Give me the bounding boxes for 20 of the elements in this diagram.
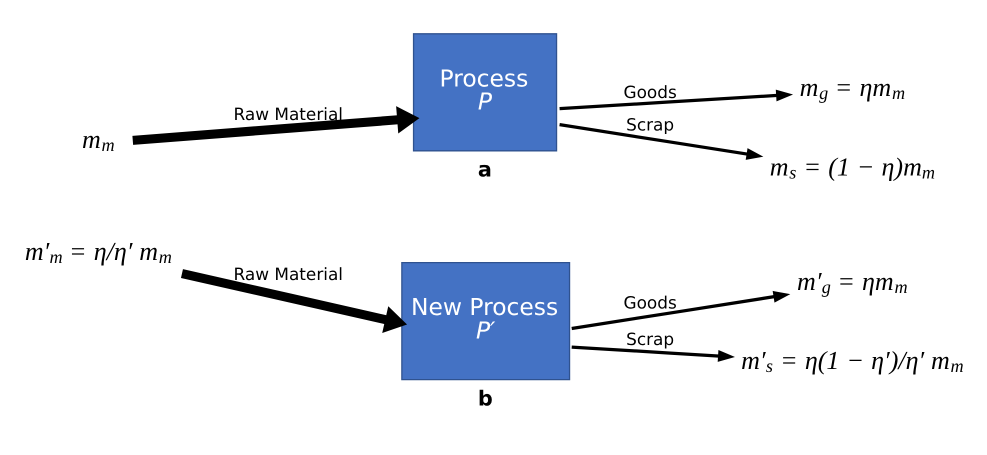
arrow bbox=[132, 106, 420, 145]
node-text: ms = (1 − η)mm bbox=[770, 152, 935, 182]
arrow bbox=[180, 269, 408, 333]
arrow bbox=[559, 90, 794, 110]
arrow bbox=[572, 345, 735, 362]
node-text: mg = ηmm bbox=[800, 73, 906, 104]
node-text: m′m = η/η′ mm bbox=[24, 237, 172, 267]
edge-label: Scrap bbox=[626, 329, 674, 350]
node-text: m′g = ηmm bbox=[797, 266, 908, 297]
edge-label: Raw Material bbox=[234, 264, 344, 284]
edge-label: Scrap bbox=[626, 114, 674, 135]
edge-label: Goods bbox=[624, 82, 677, 102]
edge-label: Goods bbox=[624, 292, 677, 313]
node-text: m′s = η(1 − η′)/η′ mm bbox=[741, 346, 964, 376]
arrow bbox=[571, 290, 790, 330]
node-label: b bbox=[478, 386, 493, 410]
arrow bbox=[559, 123, 764, 160]
node-label: a bbox=[478, 158, 492, 182]
edge-label: Raw Material bbox=[234, 104, 344, 124]
node-text: mm bbox=[82, 125, 115, 156]
